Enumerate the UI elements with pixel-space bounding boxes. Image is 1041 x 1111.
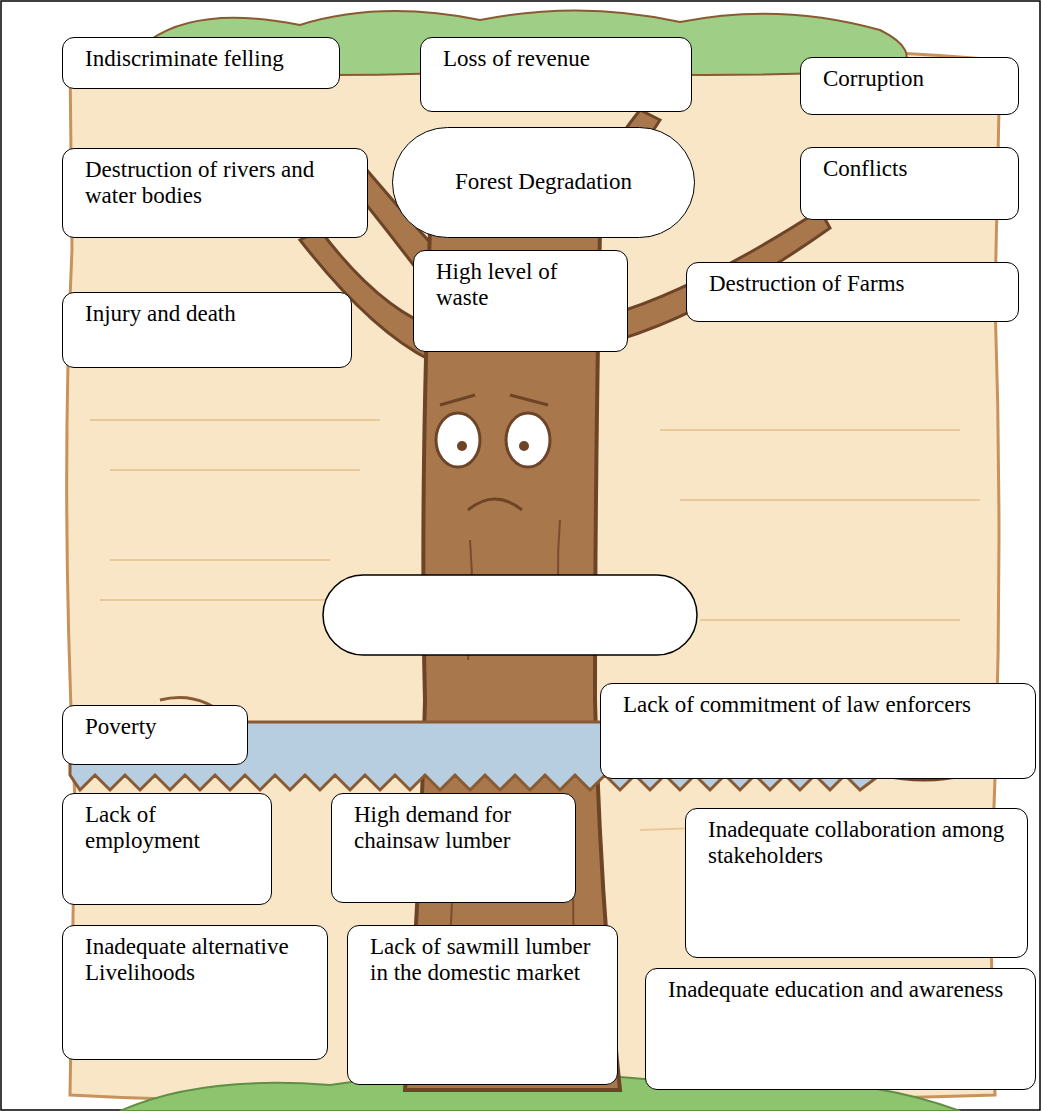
box-text: Destruction of rivers and water bodies	[85, 157, 353, 210]
box-text: Loss of revenue	[443, 46, 677, 72]
problem-box: Inadequate education and awareness	[645, 968, 1036, 1090]
problem-box: High level of waste	[413, 250, 628, 352]
tree-face	[436, 395, 550, 510]
core-problem-oval: Forest Degradation	[392, 127, 695, 238]
problem-box: Injury and death	[62, 292, 352, 368]
box-text: Indiscriminate felling	[85, 46, 325, 72]
problem-box: Corruption	[800, 57, 1019, 115]
box-text: Conflicts	[823, 156, 1004, 182]
box-text: Lack of employment	[85, 802, 257, 855]
problem-box: High demand for chainsaw lumber	[331, 793, 576, 903]
problem-box: Lack of sawmill lumber in the domestic m…	[347, 925, 618, 1085]
empty-oval	[323, 575, 697, 655]
problem-box: Indiscriminate felling	[62, 37, 340, 89]
box-text: Inadequate education and awareness	[668, 977, 1021, 1003]
box-text: High level of waste	[436, 259, 613, 312]
problem-box: Inadequate alternative Livelihoods	[62, 925, 328, 1060]
problem-box: Inadequate collaboration among stakehold…	[685, 808, 1028, 958]
problem-box: Destruction of rivers and water bodies	[62, 148, 368, 238]
box-text: Lack of commitment of law enforcers	[623, 692, 1021, 718]
problem-box: Lack of commitment of law enforcers	[600, 683, 1036, 779]
box-text: Inadequate alternative Livelihoods	[85, 934, 313, 987]
problem-box: Conflicts	[800, 147, 1019, 220]
box-text: Injury and death	[85, 301, 337, 327]
problem-box: Destruction of Farms	[686, 262, 1019, 322]
box-text: Lack of sawmill lumber in the domestic m…	[370, 934, 603, 987]
box-text: Destruction of Farms	[709, 271, 1004, 297]
problem-box: Poverty	[62, 705, 248, 765]
box-text: High demand for chainsaw lumber	[354, 802, 561, 855]
box-text: Inadequate collaboration among stakehold…	[708, 817, 1013, 870]
problem-box: Loss of revenue	[420, 37, 692, 112]
box-text: Poverty	[85, 714, 233, 740]
problem-box: Lack of employment	[62, 793, 272, 905]
box-text: Corruption	[823, 66, 1004, 92]
box-text: Forest Degradation	[455, 169, 632, 195]
